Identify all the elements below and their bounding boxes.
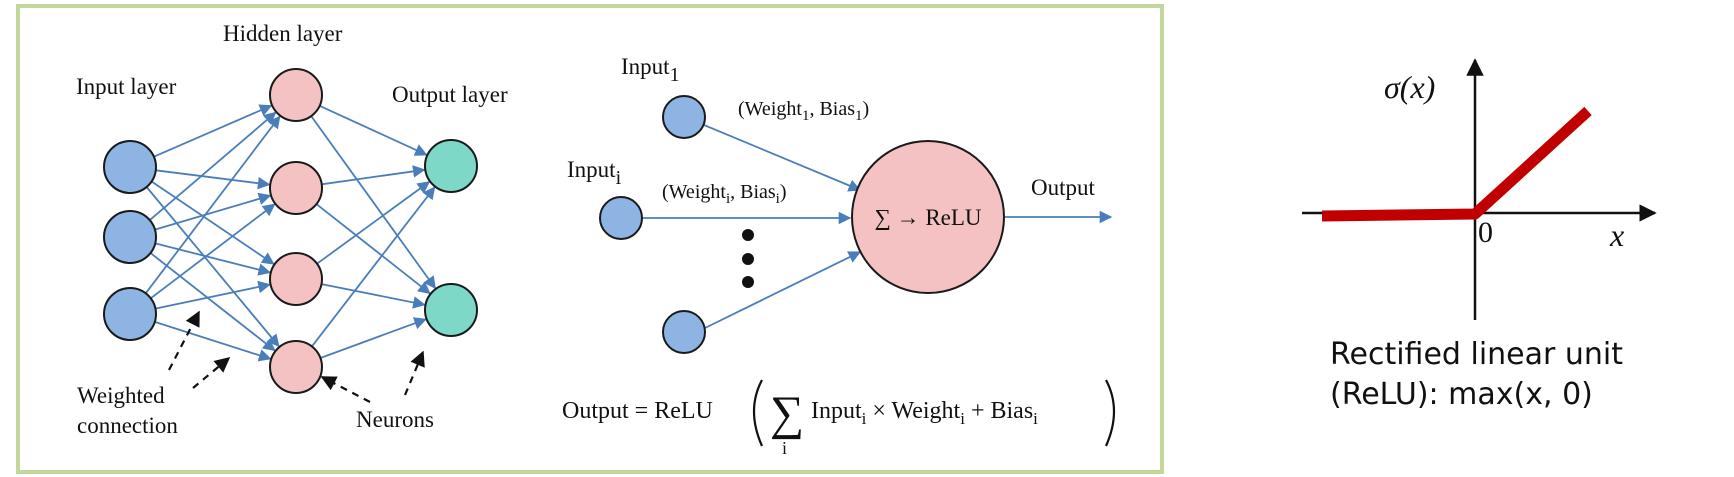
weighted-connection [320, 317, 427, 359]
weighted-connection [155, 280, 271, 310]
formula-close-paren [1104, 379, 1116, 447]
weighted-connection [154, 192, 272, 231]
relu-caption-line2: (ReLU): max(x, 0) [1330, 377, 1593, 412]
origin-label: 0 [1478, 216, 1493, 249]
ellipsis-dot [742, 276, 754, 288]
relu-formula: Output = ReLU ∑ i Inputi × Weighti + Bia… [562, 379, 1116, 458]
weighted-connection [145, 186, 280, 348]
weighted-connection [144, 115, 281, 294]
hidden-layer-label: Hidden layer [223, 21, 343, 46]
weighted-connection [311, 186, 436, 347]
weighted-connection [316, 181, 431, 265]
network-neurons [103, 68, 478, 394]
input-1-label: Input1 [621, 54, 680, 86]
weighted-connection [149, 252, 276, 352]
input-1-neuron [662, 95, 706, 139]
weighted-connection [150, 203, 276, 300]
relu-neuron-label: ∑ → ReLU [874, 205, 981, 230]
weighted-connection [315, 203, 431, 295]
input-i-neuron [599, 196, 643, 240]
hidden-neuron-1 [269, 68, 323, 122]
hidden-neuron-4 [269, 340, 323, 394]
connection-input-1 [703, 124, 862, 192]
formula-lhs: Output = ReLU [562, 398, 713, 424]
weighted-connection [154, 321, 272, 362]
hidden-neuron-2 [269, 161, 323, 215]
weighted-connection [151, 180, 275, 265]
relu-curve [1321, 106, 1592, 222]
weighted-connection [321, 165, 426, 186]
formula-sum-index: i [782, 438, 787, 458]
ellipsis-dot [742, 253, 754, 265]
weighted-connection-label-line2: connection [77, 413, 178, 438]
input-neuron-2 [103, 210, 157, 264]
hidden-neuron-3 [269, 252, 323, 306]
formula-sigma: ∑ [770, 387, 804, 440]
relu-caption-line1: Rectified linear unit [1330, 337, 1623, 372]
neurons-pointer-2 [403, 350, 425, 396]
diagram-frame [16, 4, 1164, 474]
weighted-connection [155, 169, 271, 190]
relu-neuron [851, 140, 1005, 294]
neuron-detail-panel: Input1 Inputi (Weight1, Bias1) (Weighti,… [567, 54, 1113, 354]
weighted-connection [319, 104, 428, 156]
connection-input-n [704, 251, 862, 329]
output-label: Output [1031, 175, 1096, 200]
relu-plot: σ(x) x 0 Rectified linear unit (ReLU): m… [1302, 58, 1657, 412]
weight-bias-i-label: (Weighti, Biasi) [662, 181, 787, 207]
weighted-connection [321, 283, 426, 309]
weighted-connection-label: Weighted [77, 383, 165, 408]
weighted-connection [153, 104, 273, 158]
neurons-pointer-1 [320, 376, 371, 403]
network-connections [144, 104, 436, 362]
weight-bias-1-label: (Weight1, Bias1) [738, 98, 869, 124]
neurons-label: Neurons [356, 407, 434, 432]
weighted-connection [154, 242, 272, 276]
input-neuron-1 [103, 140, 157, 194]
weighted-connection-pointer-1 [168, 310, 200, 371]
formula-open-paren [752, 379, 764, 447]
input-layer-label: Input layer [76, 74, 177, 99]
y-axis-label: σ(x) [1384, 69, 1435, 105]
input-i-label: Inputi [567, 157, 622, 189]
weighted-connection [310, 115, 436, 290]
output-layer-label: Output layer [392, 82, 508, 107]
weighted-connection-pointer-2 [192, 357, 231, 389]
formula-terms: Inputi × Weighti + Biasi [811, 398, 1038, 428]
output-neuron-1 [424, 139, 478, 193]
x-axis-label: x [1609, 217, 1624, 253]
network-panel: Hidden layer Input layer Output layer We… [76, 21, 508, 438]
input-n-neuron [662, 310, 706, 354]
output-neuron-2 [424, 283, 478, 337]
weighted-connection [149, 111, 277, 221]
ellipsis-dot [742, 229, 754, 241]
input-neuron-3 [103, 287, 157, 341]
